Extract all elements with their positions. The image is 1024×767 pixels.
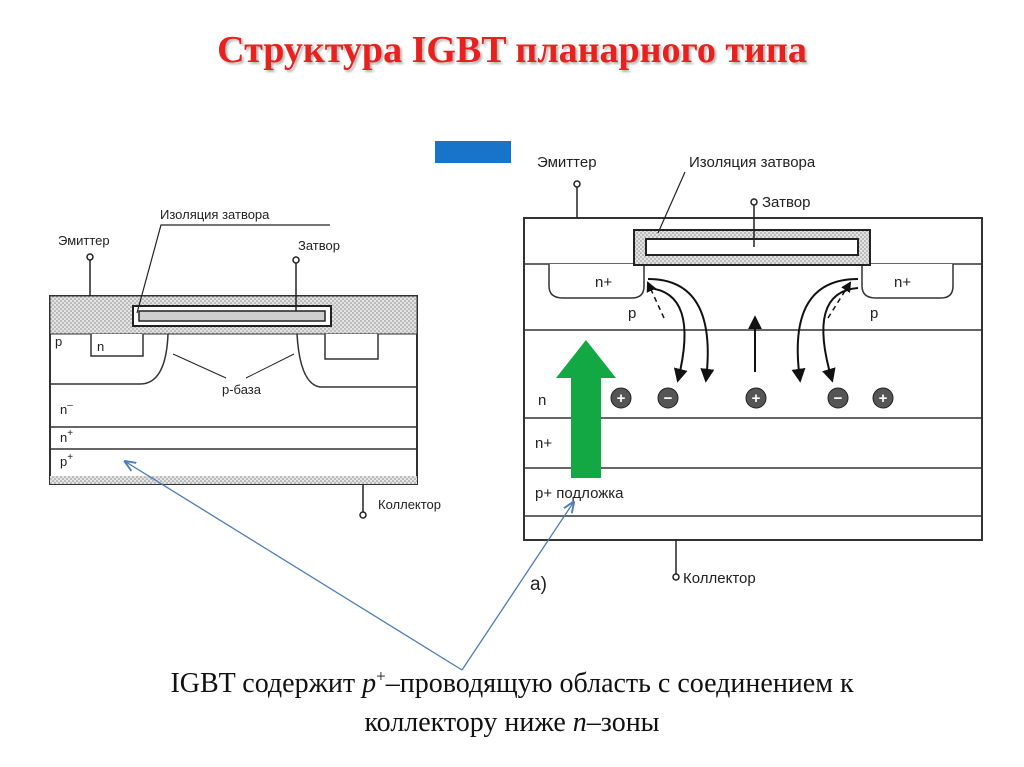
left-emitter-terminal: [86, 253, 94, 261]
left-label-p: p: [55, 334, 62, 349]
right-igbt-diagram: + − + − + Эмиттер Изоляция затвора Затво…: [435, 141, 983, 595]
left-collector-metal: [50, 476, 417, 484]
left-label-gate-insulation: Изоляция затвора: [160, 207, 270, 222]
carrier-plus-1-sign: +: [617, 390, 626, 407]
left-label-emitter: Эмиттер: [58, 233, 110, 248]
left-p-base-leader-right: [245, 353, 295, 379]
left-igbt-diagram: Изоляция затвора Эмиттер Затвор p n p-ба…: [49, 207, 441, 519]
flow-path-right-outer: [791, 278, 859, 383]
flow-path-left-outer: [647, 278, 715, 383]
right-label-collector: Коллектор: [683, 570, 756, 587]
left-label-p-plus: p+: [60, 452, 73, 469]
right-label-p-right: p: [870, 305, 878, 322]
carrier-minus-2-sign: −: [834, 390, 843, 407]
pointer-to-left-p-plus: [126, 462, 463, 671]
carrier-plus-2-sign: +: [752, 390, 761, 407]
right-label-p-substrate: p+ подложка: [535, 485, 624, 502]
green-injection-arrow: [556, 340, 616, 478]
right-label-gate: Затвор: [762, 194, 810, 211]
right-collector-terminal: [672, 573, 680, 581]
left-insulation-leader: [136, 224, 330, 314]
left-label-n-plus: n+: [60, 428, 73, 445]
left-collector-terminal: [359, 511, 367, 519]
blue-marker: [435, 141, 511, 163]
carrier-minus-1: −: [657, 387, 679, 409]
slide-caption: IGBT содержит p+–проводящую область с со…: [40, 664, 984, 742]
left-label-n-source: n: [97, 339, 104, 354]
left-p-base-left: [50, 333, 169, 385]
caption-line-1: IGBT содержит p+–проводящую область с со…: [170, 666, 854, 699]
carrier-plus-3: +: [872, 387, 894, 409]
left-gate-electrode: [138, 310, 326, 322]
left-label-n-minus: n–: [60, 400, 73, 417]
right-label-n: n: [538, 392, 546, 409]
flow-dashed-left: [646, 281, 665, 319]
carrier-plus-3-sign: +: [879, 390, 888, 407]
right-label-p-left: p: [628, 305, 636, 322]
right-emitter-terminal: [573, 180, 581, 188]
right-label-figure: а): [530, 574, 547, 595]
flow-dashed-right: [827, 281, 852, 319]
slide-title: Структура IGBT планарного типа: [217, 29, 807, 71]
left-p-base-right: [296, 333, 417, 388]
left-p-base-leader-left: [172, 353, 227, 379]
left-gate-terminal: [292, 256, 300, 264]
left-n-source-right: [324, 334, 379, 360]
carrier-plus-1: +: [610, 387, 632, 409]
right-n-source-right: [861, 264, 954, 299]
carrier-minus-1-sign: −: [664, 390, 673, 407]
right-label-n-plus-layer: n+: [535, 435, 552, 452]
left-label-p-base: p-база: [222, 382, 262, 397]
caption-line-2: коллектору ниже n–зоны: [364, 707, 660, 738]
right-n-source-left: [548, 264, 645, 299]
carrier-minus-2: −: [827, 387, 849, 409]
right-label-n-plus-right: n+: [894, 274, 911, 291]
left-label-collector: Коллектор: [378, 497, 441, 512]
left-n-source-left: [90, 334, 144, 357]
left-label-gate: Затвор: [298, 238, 340, 253]
right-insulation-leader: [657, 171, 686, 234]
right-label-emitter: Эмиттер: [537, 154, 597, 171]
right-gate-terminal: [750, 198, 758, 206]
carrier-plus-2: +: [745, 387, 767, 409]
flow-path-left-inner: [647, 287, 688, 383]
pointer-to-right-substrate: [461, 503, 573, 671]
right-label-gate-insulation: Изоляция затвора: [689, 154, 816, 171]
right-label-n-plus-left: n+: [595, 274, 612, 291]
right-gate-electrode: [645, 238, 859, 256]
